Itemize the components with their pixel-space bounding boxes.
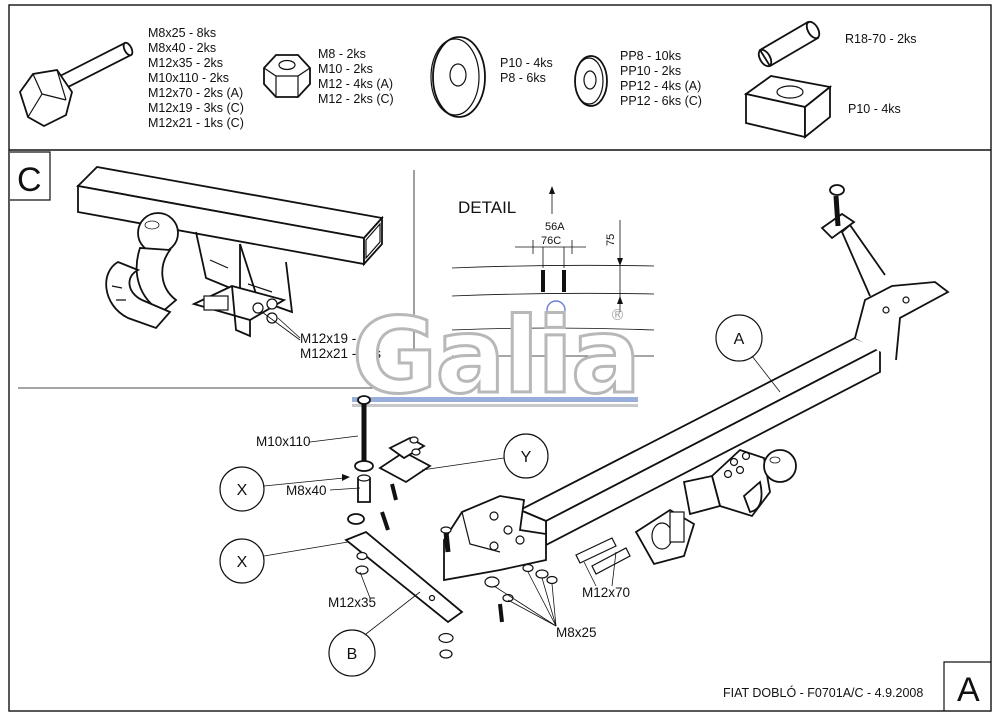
section-c-letter: C (17, 161, 42, 199)
callouts: A Y X X B (219, 314, 781, 677)
section-c-callout: M12x19 - 3ks (300, 331, 381, 346)
tube-icon (757, 20, 821, 68)
logo-registered: ® (610, 306, 625, 324)
bolt-labels: M10x110 M8x40 M12x35 M12x70 M8x25 (256, 434, 630, 640)
bolt-item: M8x25 - 8ks (148, 26, 216, 40)
plate-item: P10 - 4ks (848, 102, 901, 116)
bolt-icon (19, 41, 134, 128)
bolt-list: M8x25 - 8ks M8x40 - 2ks M12x35 - 2ks M10… (148, 26, 244, 130)
section-c-callout: M12x21 - 1ks (300, 346, 381, 361)
nut-item: M8 - 2ks (318, 47, 366, 61)
label-m8x25: M8x25 (556, 625, 597, 640)
tube-item: R18-70 - 2ks (845, 32, 917, 46)
bolt-item: M12x19 - 3ks (C) (148, 101, 244, 115)
bolt-item: M8x40 - 2ks (148, 41, 216, 55)
callout-b-circle (328, 629, 376, 677)
spring-washer-item: PP12 - 6ks (C) (620, 94, 702, 108)
bolt-item: M12x70 - 2ks (A) (148, 86, 243, 100)
plate-icon (743, 75, 833, 139)
washer-item: P10 - 4ks (500, 56, 553, 70)
dimension-56a: 56A (545, 221, 565, 233)
nut-item: M12 - 4ks (A) (318, 77, 393, 91)
callout-x2: X (237, 554, 248, 571)
bolt-item: M12x21 - 1ks (C) (148, 116, 244, 130)
callout-y-circle (503, 433, 549, 479)
callout-y: Y (521, 449, 532, 466)
drawing-frame (8, 4, 992, 712)
label-m12x35: M12x35 (328, 595, 376, 610)
drawing-caption: FIAT DOBLÓ - F0701A/C - 4.9.2008 (723, 685, 923, 700)
bolt-item: M10x110 - 2ks (148, 71, 229, 85)
washer-item: P8 - 6ks (500, 71, 546, 85)
galia-logo: Galia ® (351, 294, 643, 419)
spring-washer-list: PP8 - 10ks PP10 - 2ks PP12 - 4ks (A) PP1… (620, 49, 702, 108)
section-c-inset: C M12x19 - 3ks M12x21 - 1ks (10, 151, 415, 389)
parts-list: M8x25 - 8ks M8x40 - 2ks M12x35 - 2ks M10… (19, 20, 917, 139)
dimension-76c: 76C (541, 235, 561, 247)
label-m12x70: M12x70 (582, 585, 630, 600)
label-m8x40: M8x40 (286, 483, 327, 498)
spring-washer-item: PP8 - 10ks (620, 49, 681, 63)
sheet-letter: A (957, 671, 980, 709)
spring-washer-item: PP12 - 4ks (A) (620, 79, 701, 93)
callout-x1: X (237, 482, 248, 499)
callout-b: B (347, 646, 358, 663)
nut-item: M10 - 2ks (318, 62, 373, 76)
dimension-75: 75 (605, 234, 617, 246)
spring-washer-item: PP10 - 2ks (620, 64, 681, 78)
footer: FIAT DOBLÓ - F0701A/C - 4.9.2008 A (723, 661, 991, 711)
towbar-assembly (344, 184, 950, 659)
callout-x2-circle (219, 538, 265, 584)
bolt-item: M12x35 - 2ks (148, 56, 223, 70)
callout-a: A (734, 331, 745, 348)
nut-list: M8 - 2ks M10 - 2ks M12 - 4ks (A) M12 - 2… (318, 47, 394, 106)
callout-x1-circle (219, 466, 265, 512)
nut-icon (263, 54, 311, 98)
nut-item: M12 - 2ks (C) (318, 92, 394, 106)
detail-title: DETAIL (458, 198, 516, 217)
detail-view: DETAIL 56A 76C 75 (451, 186, 655, 357)
washer-list: P10 - 4ks P8 - 6ks (500, 56, 553, 85)
spring-washer-icon (574, 55, 608, 107)
callout-a-circle (715, 314, 763, 362)
washer-icon (430, 36, 486, 118)
label-m10x110: M10x110 (256, 434, 311, 449)
